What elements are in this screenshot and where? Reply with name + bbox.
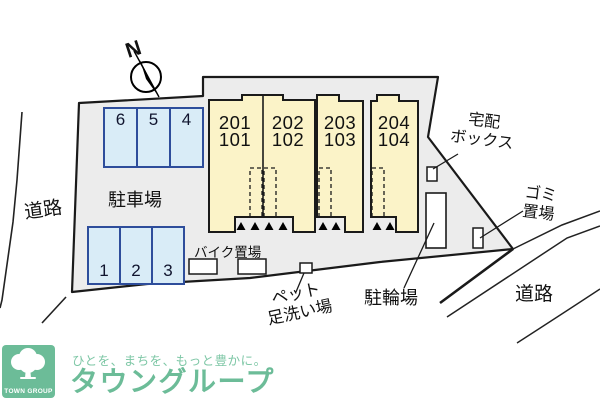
- parking-space-5: 5: [136, 107, 171, 168]
- road-curve-bottom-right: [516, 288, 600, 344]
- unit-label-203-103: 203 103: [323, 112, 357, 150]
- road-line-right-lower: [446, 225, 600, 318]
- unit-label-202-102: 202 102: [271, 112, 305, 150]
- building-block-203: [316, 94, 364, 233]
- road-edge-thick: [439, 247, 514, 305]
- parking-space-4: 4: [169, 107, 204, 168]
- parking-space-number: 3: [163, 261, 173, 280]
- parking-space-number: 5: [148, 110, 159, 129]
- town-group-logo: TOWN GROUP: [2, 345, 55, 398]
- pointer-lines: [295, 153, 524, 293]
- parking-space-3: 3: [151, 226, 185, 285]
- parking-space-number: 4: [181, 110, 192, 129]
- garbage-area-rect: [472, 227, 484, 249]
- road-left-label: 道路: [23, 197, 64, 224]
- parking-space-2: 2: [119, 226, 153, 285]
- bike-area-label: バイク置場: [194, 245, 262, 260]
- logo-caption: TOWN GROUP: [4, 388, 53, 395]
- parking-lot-label: 駐車場: [108, 190, 162, 210]
- parking-space-6: 6: [103, 107, 138, 168]
- bicycle-parking-label: 駐輪場: [364, 288, 418, 308]
- bicycle-parking-rect: [425, 192, 447, 249]
- pet-wash-rect: [299, 262, 313, 274]
- unit-label-201-101: 201 101: [218, 112, 252, 150]
- road-line-right-upper: [512, 210, 600, 250]
- bike-space-rect-2: [237, 258, 267, 275]
- compass-icon: [130, 50, 162, 98]
- parking-space-number: 6: [115, 110, 126, 129]
- building-block-201-202: [208, 94, 316, 233]
- unit-label-204-104: 204 104: [377, 112, 411, 150]
- parking-space-number: 1: [99, 261, 109, 280]
- entrance-triangle-marks: [236, 222, 395, 230]
- bike-space-rect-1: [188, 258, 218, 275]
- garbage-area-label: ゴミ 置場: [521, 184, 558, 224]
- road-line-left: [0, 111, 23, 309]
- delivery-box-rect: [426, 166, 438, 182]
- parking-space-number: 2: [131, 261, 141, 280]
- tree-icon: [11, 348, 45, 379]
- building-block-204: [370, 94, 419, 233]
- road-right-label: 道路: [515, 284, 554, 305]
- road-line-bottom-left-tail: [41, 296, 67, 324]
- stair-dashed-outlines: [249, 167, 385, 217]
- parking-space-1: 1: [87, 226, 121, 285]
- brand-tagline: ひとを、まちを、もっと豊かに。: [72, 354, 267, 368]
- brand-name: タウングループ: [70, 366, 275, 397]
